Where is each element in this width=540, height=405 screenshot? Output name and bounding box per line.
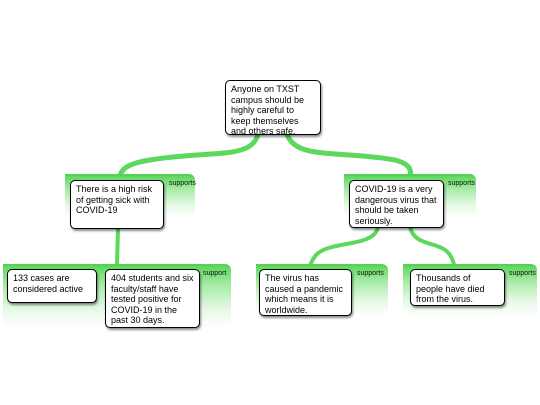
support-label-evidence-left: support [203, 270, 227, 277]
connector-left-to-evidence [115, 227, 120, 265]
evidence-node-active-cases[interactable]: 133 cases are considered active [7, 269, 97, 303]
reason-node-left[interactable]: There is a high risk of getting sick wit… [70, 180, 164, 229]
support-label-reason-right: supports [448, 180, 475, 187]
connector-right-to-evidence-a [308, 225, 380, 270]
reason-node-right[interactable]: COVID-19 is a very dangerous virus that … [349, 180, 444, 228]
evidence-node-positive-tests[interactable]: 404 students and six faculty/staff have … [105, 269, 200, 328]
support-label-evidence-right-b: supports [509, 270, 536, 277]
connector-claim-to-left [116, 131, 261, 183]
evidence-node-pandemic[interactable]: The virus has caused a pandemic which me… [259, 269, 352, 316]
claim-node[interactable]: Anyone on TXST campus should be highly c… [225, 80, 321, 136]
connector-right-to-evidence-b [408, 225, 456, 268]
support-label-evidence-right-a: supports [357, 270, 384, 277]
support-label-reason-left: supports [169, 180, 196, 187]
evidence-node-deaths[interactable]: Thousands of people have died from the v… [410, 269, 505, 306]
connector-claim-to-right [284, 131, 414, 181]
